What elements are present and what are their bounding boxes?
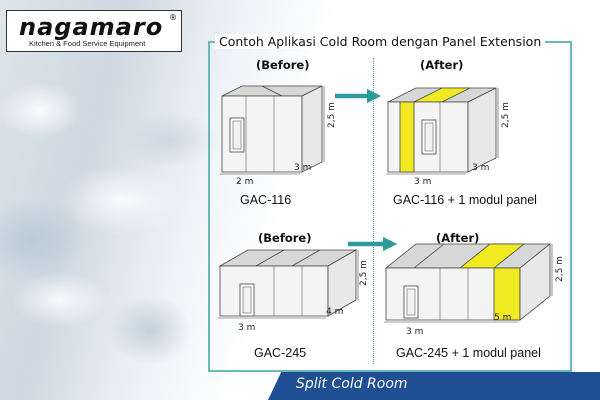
dim-height-3: 2,5 m	[359, 260, 369, 286]
logo-tagline: Kitchen & Food Service Equipment	[29, 39, 146, 48]
dim-length-4: 5 m	[494, 313, 511, 323]
dim-width-3: 3 m	[238, 323, 255, 333]
dim-height-2: 2,5 m	[501, 102, 511, 128]
dim-length-3: 4 m	[326, 307, 343, 317]
tag-after-bottom: (After)	[436, 231, 480, 245]
cold-room-diagrams: 2 m 3 m 2,5 m 3 m 3 m 2,5 m 3 m 4 m 2,5 …	[218, 85, 565, 337]
dim-height-4: 2,5 m	[555, 256, 565, 282]
caption-gac-245-extended: GAC-245 + 1 modul panel	[396, 346, 541, 360]
logo-registered-mark: ®	[169, 13, 177, 22]
dim-height-1: 2,5 m	[327, 102, 337, 128]
logo-wordmark: nagamaro	[19, 13, 164, 41]
caption-gac-116-extended: GAC-116 + 1 modul panel	[393, 193, 537, 207]
caption-gac-245: GAC-245	[254, 346, 307, 360]
frame-title: Contoh Aplikasi Cold Room dengan Panel E…	[215, 34, 546, 49]
banner-title: Split Cold Room	[296, 376, 408, 392]
dim-width-2: 3 m	[414, 177, 431, 187]
room-gac-116-before	[220, 85, 325, 175]
tag-before-bottom: (Before)	[258, 231, 312, 245]
center-divider	[373, 58, 374, 364]
room-gac-245-before	[218, 249, 359, 319]
tag-before-top: (Before)	[256, 58, 310, 72]
dim-length-2: 3 m	[472, 163, 489, 173]
dim-width-1: 2 m	[236, 177, 253, 187]
bottom-banner	[268, 372, 600, 400]
caption-gac-116: GAC-116	[240, 193, 292, 207]
room-gac-245-after	[384, 243, 553, 323]
tag-after-top: (After)	[420, 58, 464, 72]
dim-length-1: 3 m	[294, 163, 311, 173]
dim-width-4: 3 m	[406, 327, 423, 337]
room-gac-116-after	[386, 87, 499, 175]
brand-logo[interactable]: nagamaro ® Kitchen & Food Service Equipm…	[6, 10, 182, 52]
ice-background	[0, 0, 260, 400]
